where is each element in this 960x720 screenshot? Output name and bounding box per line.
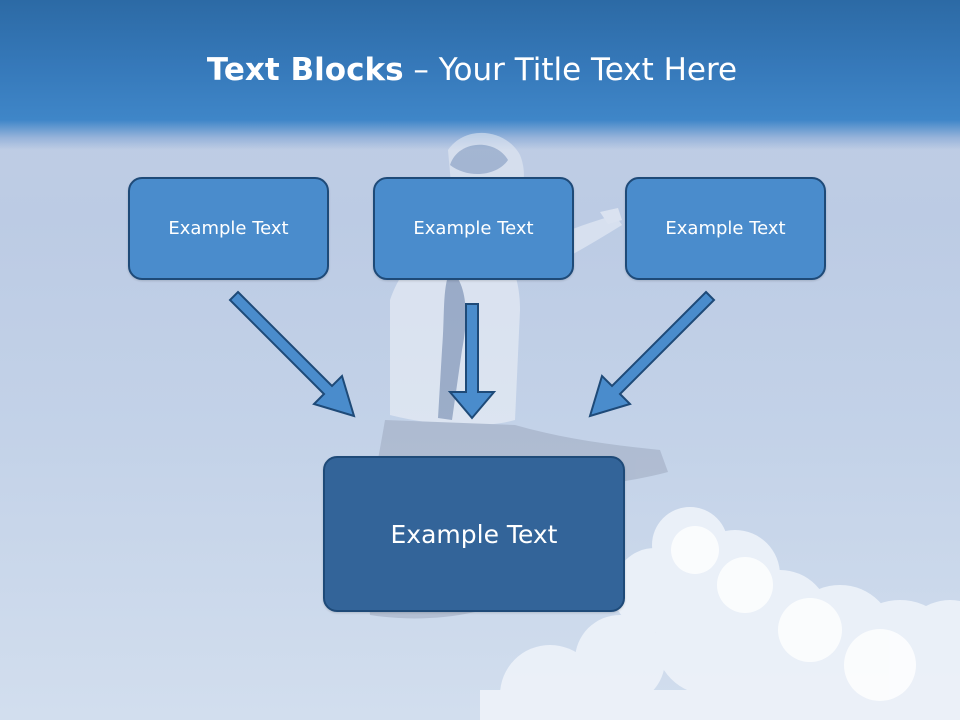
main-text-block-label: Example Text — [390, 519, 558, 549]
arrow-diagonal-right — [588, 290, 716, 418]
header-band — [0, 0, 960, 150]
title-bold: Text Blocks — [206, 52, 404, 88]
arrow-down-center — [447, 303, 497, 420]
text-block-2-label: Example Text — [413, 218, 534, 239]
title-dash: – — [403, 52, 439, 88]
arrow-diagonal-left — [228, 290, 356, 418]
text-block-1-label: Example Text — [168, 218, 289, 239]
text-block-1[interactable]: Example Text — [128, 177, 329, 280]
text-block-2[interactable]: Example Text — [373, 177, 574, 280]
main-text-block[interactable]: Example Text — [323, 456, 625, 612]
slide-title: Text Blocks – Your Title Text Here — [0, 52, 944, 88]
title-rest: Your Title Text Here — [438, 52, 738, 88]
text-block-3-label: Example Text — [665, 218, 786, 239]
clouds-image — [480, 507, 960, 720]
text-block-3[interactable]: Example Text — [625, 177, 826, 280]
